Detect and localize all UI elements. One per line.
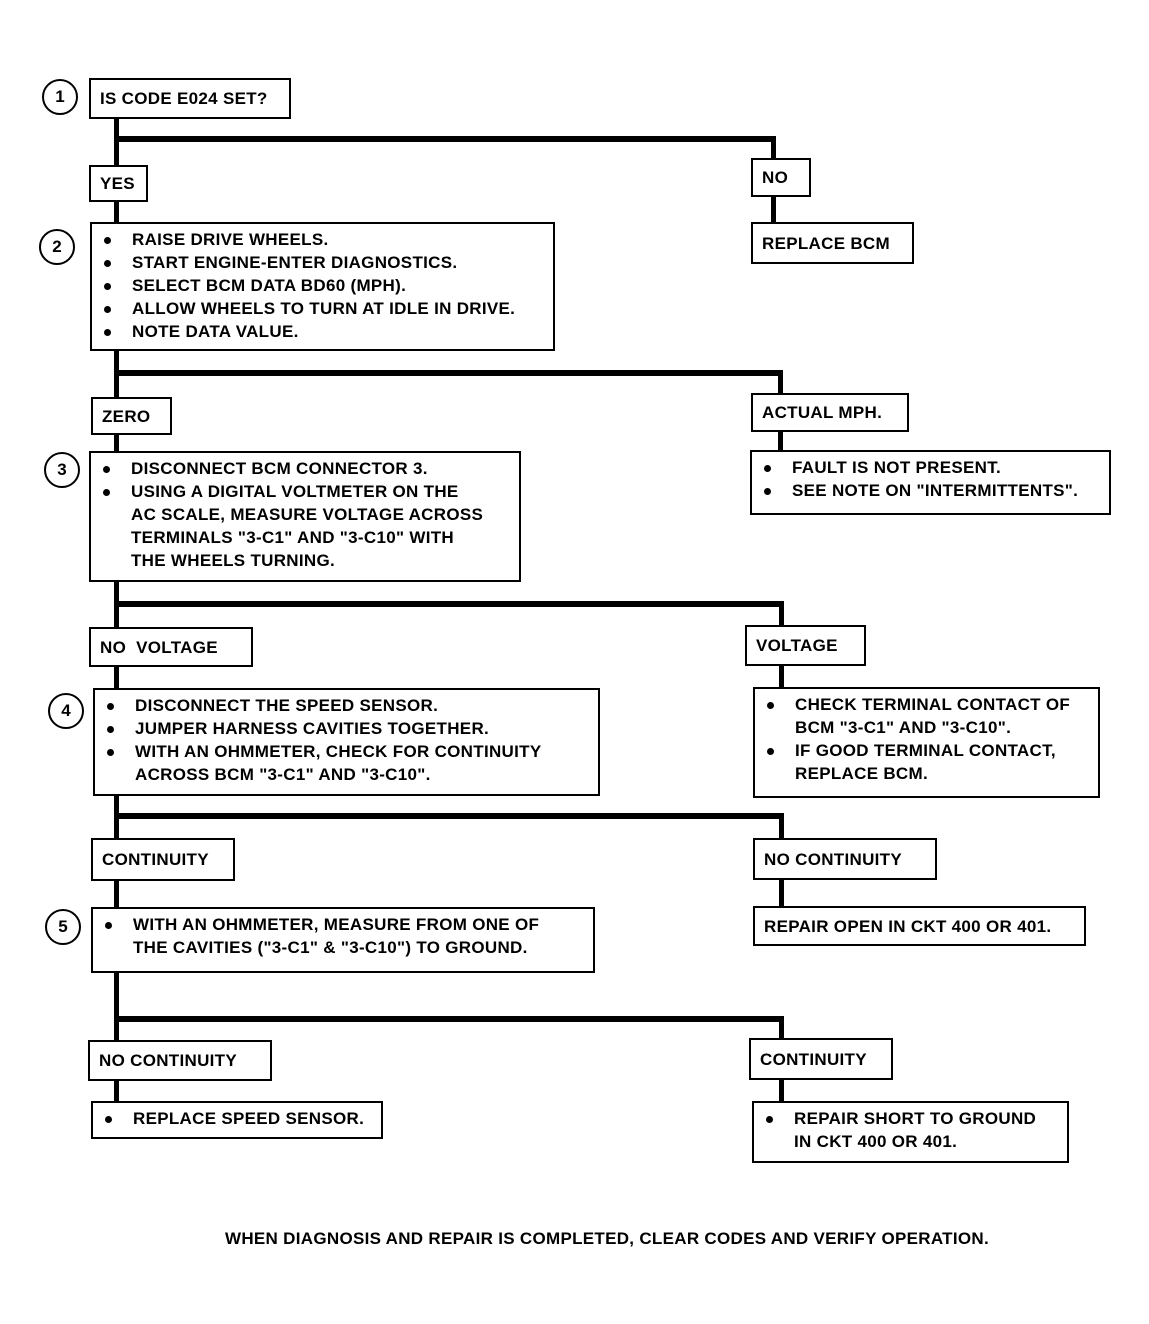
bullet-icon [762,456,792,479]
bullet-icon [103,913,133,959]
no-continuity-label-step-4: NO CONTINUITY [753,838,937,880]
list-item: WITH AN OHMMETER, MEASURE FROM ONE OF TH… [103,913,585,959]
bullet-icon [762,479,792,502]
bullet-icon [102,228,132,251]
replace-bcm-text: REPLACE BCM [762,233,890,253]
list-item: NOTE DATA VALUE. [102,320,545,343]
list-item: WITH AN OHMMETER, CHECK FOR CONTINUITY A… [105,740,590,786]
list-item: SEE NOTE ON "INTERMITTENTS". [762,479,1101,502]
voltage-label-text: VOLTAGE [756,636,838,655]
voltage-label: VOLTAGE [745,625,866,666]
bullet-icon [764,1107,794,1153]
bullet-icon [102,297,132,320]
no-continuity-label-step-5: NO CONTINUITY [88,1040,272,1081]
list-item: DISCONNECT THE SPEED SENSOR. [105,694,590,717]
question-box-step-1: IS CODE E024 SET? [89,78,291,119]
list-item: RAISE DRIVE WHEELS. [102,228,545,251]
list-item: REPAIR SHORT TO GROUND IN CKT 400 OR 401… [764,1107,1059,1153]
question-text: IS CODE E024 SET? [100,89,268,108]
replace-bcm-box: REPLACE BCM [751,222,914,264]
bullet-icon [105,740,135,786]
list-item: START ENGINE-ENTER DIAGNOSTICS. [102,251,545,274]
bullet-icon [102,274,132,297]
list-item: REPLACE SPEED SENSOR. [103,1107,373,1130]
zero-label-text: ZERO [102,406,151,426]
replace-speed-sensor-box: REPLACE SPEED SENSOR. [91,1101,383,1139]
footer-note: WHEN DIAGNOSIS AND REPAIR IS COMPLETED, … [225,1229,989,1248]
list-item: FAULT IS NOT PRESENT. [762,456,1101,479]
zero-label: ZERO [91,397,172,435]
continuity-label-step-5: CONTINUITY [749,1038,893,1080]
yes-label: YES [89,165,148,202]
actual-mph-label-text: ACTUAL MPH. [762,403,883,422]
step-2-box: RAISE DRIVE WHEELS. START ENGINE-ENTER D… [90,222,555,351]
bullet-icon [765,693,795,739]
list-item: ALLOW WHEELS TO TURN AT IDLE IN DRIVE. [102,297,545,320]
yes-label-text: YES [100,174,135,193]
actual-mph-label: ACTUAL MPH. [751,393,909,432]
bullet-icon [102,320,132,343]
bullet-icon [101,457,131,480]
continuity-label-text: CONTINUITY [760,1049,867,1069]
no-continuity-label-text: NO CONTINUITY [764,849,903,869]
repair-open-text: REPAIR OPEN IN CKT 400 OR 401. [764,916,1052,936]
bullet-icon [103,1107,133,1130]
step-number-5: 5 [45,909,81,945]
no-voltage-label: NO VOLTAGE [89,627,253,667]
step-number-1: 1 [42,79,78,115]
no-voltage-label-text: NO VOLTAGE [100,637,218,657]
continuity-label-text: CONTINUITY [102,850,209,869]
step-3-box: DISCONNECT BCM CONNECTOR 3. USING A DIGI… [89,451,521,582]
list-item: DISCONNECT BCM CONNECTOR 3. [101,457,511,480]
step-number-2: 2 [39,229,75,265]
voltage-result-box: CHECK TERMINAL CONTACT OF BCM "3-C1" AND… [753,687,1100,798]
bullet-icon [102,251,132,274]
repair-short-box: REPAIR SHORT TO GROUND IN CKT 400 OR 401… [752,1101,1069,1163]
continuity-label-step-4: CONTINUITY [91,838,235,881]
step-number-3: 3 [44,452,80,488]
list-item: USING A DIGITAL VOLTMETER ON THE AC SCAL… [101,480,511,572]
step-4-box: DISCONNECT THE SPEED SENSOR. JUMPER HARN… [93,688,600,796]
actual-mph-result-box: FAULT IS NOT PRESENT. SEE NOTE ON "INTER… [750,450,1111,515]
bullet-icon [765,739,795,785]
no-label: NO [751,158,811,197]
no-continuity-label-text: NO CONTINUITY [99,1051,238,1070]
list-item: CHECK TERMINAL CONTACT OF BCM "3-C1" AND… [765,693,1090,739]
bullet-icon [105,717,135,740]
repair-open-box: REPAIR OPEN IN CKT 400 OR 401. [753,906,1086,946]
list-item: JUMPER HARNESS CAVITIES TOGETHER. [105,717,590,740]
bullet-icon [101,480,131,572]
list-item: IF GOOD TERMINAL CONTACT, REPLACE BCM. [765,739,1090,785]
list-item: SELECT BCM DATA BD60 (MPH). [102,274,545,297]
no-label-text: NO [762,168,789,187]
bullet-icon [105,694,135,717]
step-5-box: WITH AN OHMMETER, MEASURE FROM ONE OF TH… [91,907,595,973]
step-number-4: 4 [48,693,84,729]
